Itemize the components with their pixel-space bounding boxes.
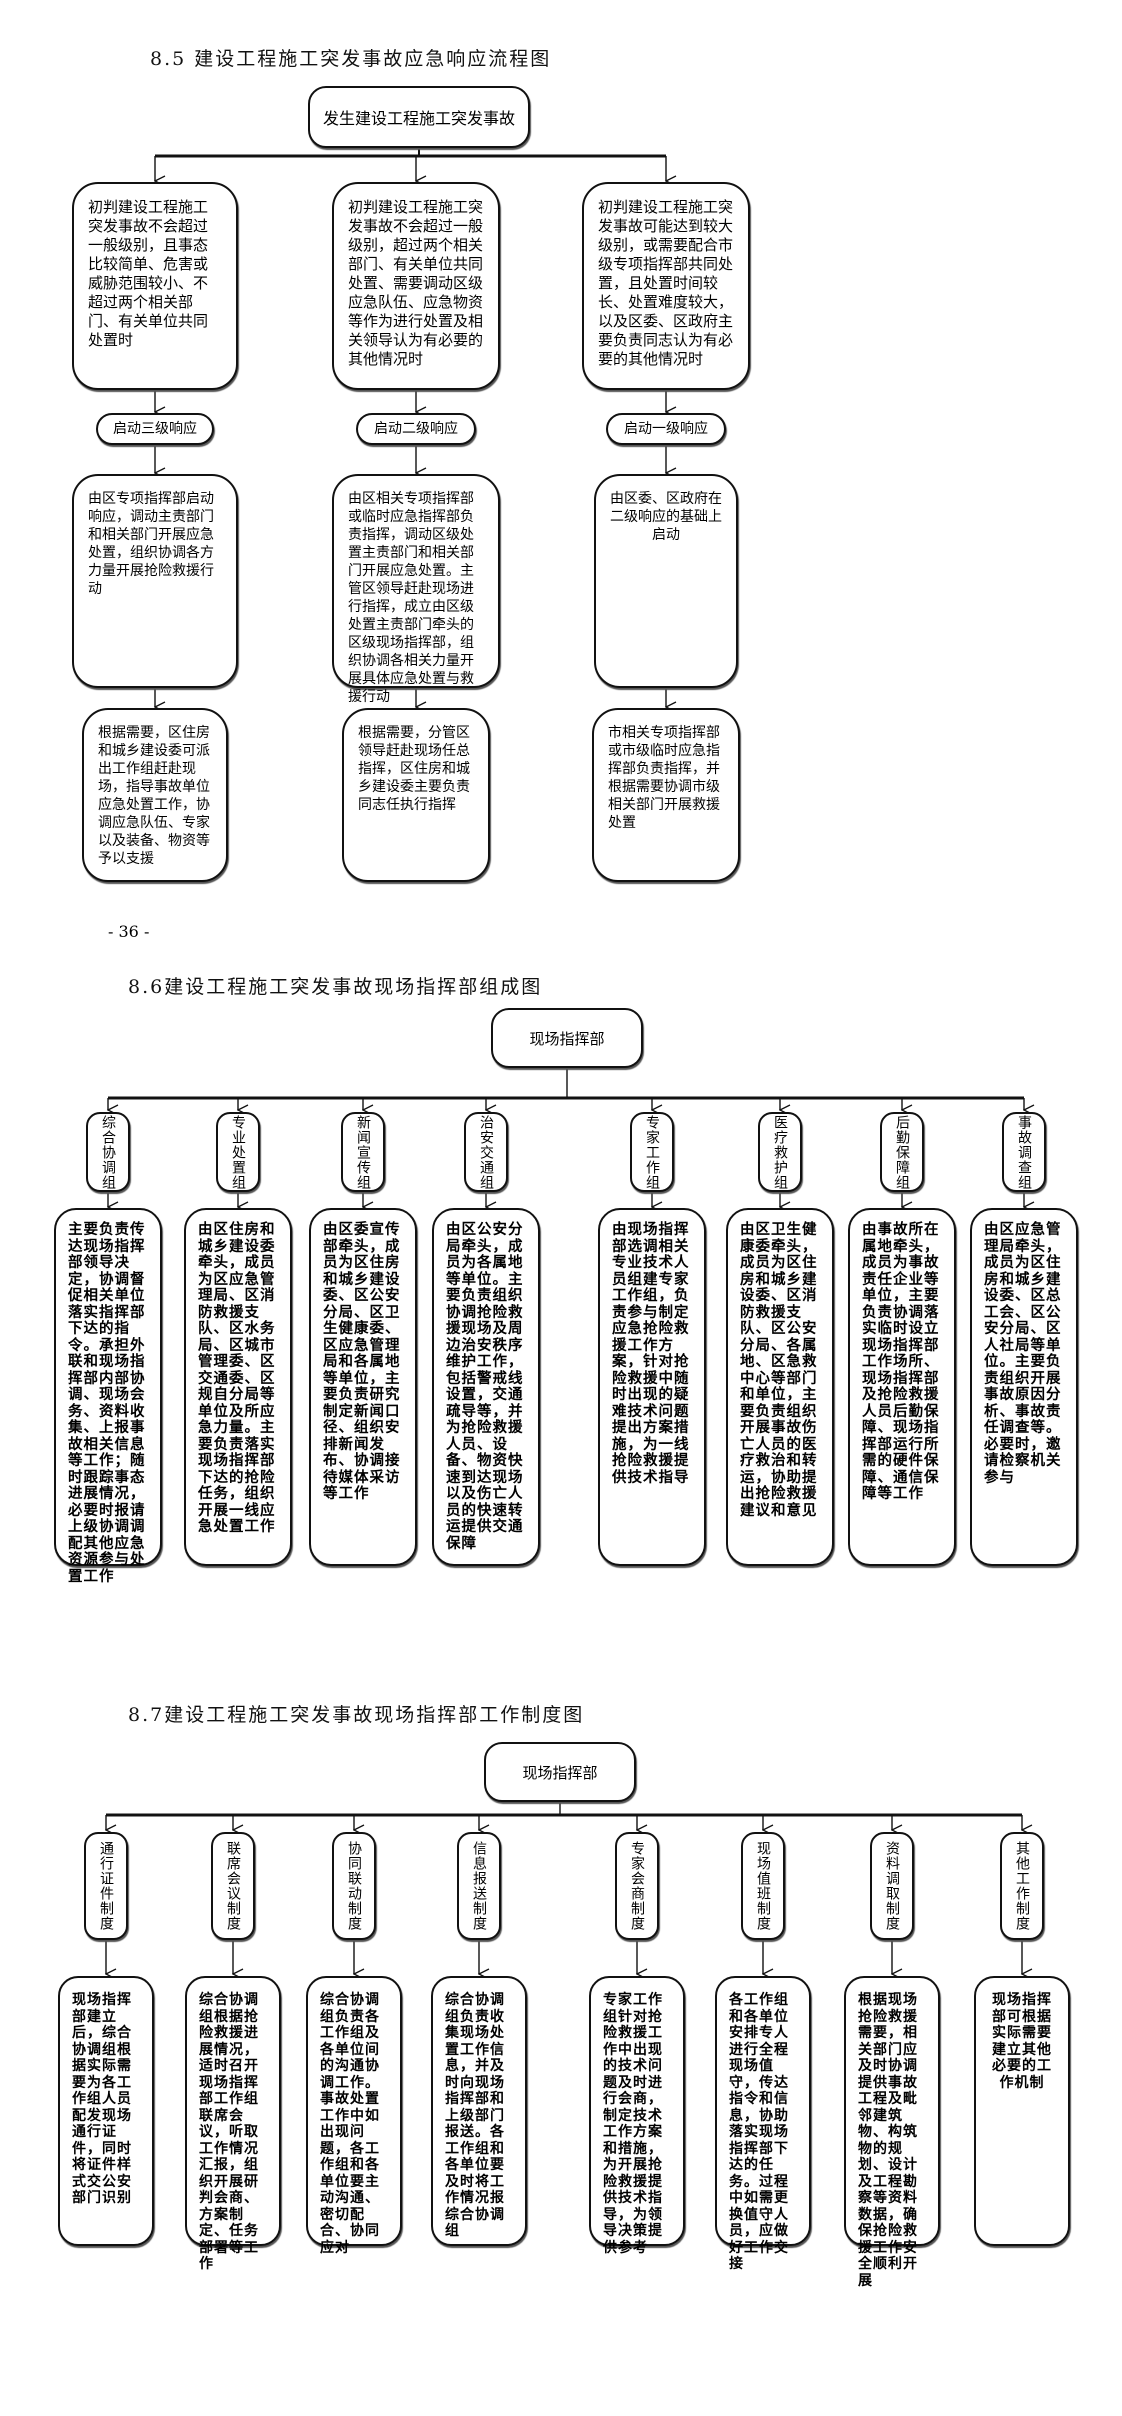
section-86-title: 8.6建设工程施工突发事故现场指挥部组成图	[128, 976, 543, 998]
system-name-box-2: 协同联动制度	[332, 1832, 376, 1940]
system-name-2: 协同联动制度	[346, 1841, 362, 1931]
system-desc-2: 综合协调组负责各工作组及各单位间的沟通协调工作。事故处置工作中如出现问题，各工作…	[320, 1992, 380, 2256]
group-name-box-7: 事故调查组	[1002, 1112, 1046, 1192]
system-name-box-3: 信息报送制度	[457, 1832, 501, 1940]
system-name-1: 联席会议制度	[225, 1841, 241, 1931]
system-name-box-7: 其他工作制度	[1000, 1832, 1044, 1940]
system-name-5: 现场值班制度	[755, 1841, 771, 1931]
system-desc-7: 现场指挥部可根据实际需要建立其他必要的工作机制	[992, 1992, 1052, 2091]
group-desc-6: 由事故所在属地牵头，成员为事故责任企业等单位，主要负责协调落实临时设立现场指挥部…	[862, 1221, 940, 1502]
system-desc-5: 各工作组和各单位安排专人进行全程现场值守，传达指令和信息，协助落实现场指挥部下达…	[729, 1992, 789, 2272]
system-name-4: 专家会商制度	[629, 1841, 645, 1931]
system-name-box-4: 专家会商制度	[615, 1832, 659, 1940]
system-name-box-0: 通行证件制度	[84, 1832, 128, 1940]
system-desc-box-4: 专家工作组针对抢险救援工作中出现的技术问题及时进行会商，制定技术工作方案和措施，…	[589, 1976, 685, 2256]
support-box-0: 根据需要，区住房和城乡建设委可派出工作组赶赴现场，指导事故单位应急处置工作，协调…	[82, 708, 228, 882]
group-name-6: 后勤保障组	[894, 1114, 910, 1190]
group-desc-3: 由区公安分局牵头，成员为各属地等单位。主要负责组织协调抢险救援现场及周边治安秩序…	[446, 1221, 524, 1552]
level-text-1: 启动二级响应	[374, 421, 458, 437]
group-name-3: 治安交通组	[478, 1114, 494, 1190]
command-center-label-87: 现场指挥部	[522, 1763, 598, 1782]
level-text-0: 启动三级响应	[113, 421, 197, 437]
system-desc-box-3: 综合协调组负责收集现场处置工作信息，并及时向现场指挥部和上级部门报送。各工作组和…	[431, 1976, 527, 2246]
system-desc-box-0: 现场指挥部建立后，综合协调组根据实际需要为各工作组人员配发现场通行证件，同时将证…	[58, 1976, 154, 2246]
system-desc-1: 综合协调组根据抢险救援进展情况，适时召开现场指挥部工作组联席会议，听取工作情况汇…	[199, 1992, 259, 2272]
support-box-1: 根据需要，分管区领导赶赴现场任总指挥，区住房和城乡建设委主要负责同志任执行指挥	[342, 708, 490, 882]
judgement-text-2: 初判建设工程施工突发事故可能达到较大级别，或需要配合市级专项指挥部共同处置，且处…	[598, 198, 734, 368]
root-incident-box: 发生建设工程施工突发事故	[308, 86, 530, 148]
system-desc-box-6: 根据现场抢险救援需要，相关部门应及时协调提供事故工程及毗邻建筑物、构筑物的规划、…	[844, 1976, 940, 2289]
system-desc-box-1: 综合协调组根据抢险救援进展情况，适时召开现场指挥部工作组联席会议，听取工作情况汇…	[185, 1976, 281, 2272]
group-desc-7: 由区应急管理局牵头，成员为区住房和城乡建设委、区总工会、区公安分局、区人社局等单…	[984, 1221, 1062, 1486]
group-desc-1: 由区住房和城乡建设委牵头，成员为区应急管理局、区消防救援支队、区水务局、区城市管…	[198, 1221, 276, 1535]
group-desc-box-5: 由区卫生健康委牵头，成员为区住房和城乡建设委、区消防救援支队、区公安分局、各属地…	[726, 1208, 834, 1566]
group-desc-box-7: 由区应急管理局牵头，成员为区住房和城乡建设委、区总工会、区公安分局、区人社局等单…	[970, 1208, 1078, 1566]
section-87-title: 8.7建设工程施工突发事故现场指挥部工作制度图	[128, 1704, 585, 1726]
group-name-box-1: 专业处置组	[216, 1112, 260, 1192]
system-name-box-6: 资料调取制度	[870, 1832, 914, 1940]
command-center-label-86: 现场指挥部	[529, 1029, 605, 1048]
system-name-0: 通行证件制度	[98, 1841, 114, 1931]
group-name-7: 事故调查组	[1016, 1114, 1032, 1190]
action-text-0: 由区专项指挥部启动响应，调动主责部门和相关部门开展应急处置，组织协调各方力量开展…	[88, 491, 214, 597]
system-desc-box-2: 综合协调组负责各工作组及各单位间的沟通协调工作。事故处置工作中如出现问题，各工作…	[306, 1976, 402, 2256]
group-name-box-3: 治安交通组	[464, 1112, 508, 1192]
system-desc-3: 综合协调组负责收集现场处置工作信息，并及时向现场指挥部和上级部门报送。各工作组和…	[445, 1992, 505, 2239]
judgement-box-0: 初判建设工程施工突发事故不会超过一般级别，且事态比较简单、危害或威胁范围较小、不…	[72, 182, 238, 390]
judgement-text-0: 初判建设工程施工突发事故不会超过一般级别，且事态比较简单、危害或威胁范围较小、不…	[88, 198, 209, 349]
group-name-box-4: 专家工作组	[630, 1112, 674, 1192]
judgement-text-1: 初判建设工程施工突发事故不会超过一般级别，超过两个相关部门、有关单位共同处置、需…	[348, 198, 484, 368]
group-name-box-5: 医疗救护组	[758, 1112, 802, 1192]
action-box-1: 由区相关专项指挥部或临时应急指挥部负责指挥，调动区级处置主责部门和相关部门开展应…	[332, 474, 500, 705]
group-name-4: 专家工作组	[644, 1114, 660, 1190]
system-desc-4: 专家工作组针对抢险救援工作中出现的技术问题及时进行会商，制定技术工作方案和措施，…	[603, 1992, 663, 2256]
group-name-1: 专业处置组	[230, 1114, 246, 1190]
group-desc-box-4: 由现场指挥部选调相关专业技术人员组建专家工作组，负责参与制定应急抢险救援工作方案…	[598, 1208, 706, 1566]
system-name-box-5: 现场值班制度	[741, 1832, 785, 1940]
action-box-2: 由区委、区政府在二级响应的基础上启动	[594, 474, 738, 688]
group-name-box-0: 综合协调组	[86, 1112, 130, 1192]
system-desc-box-5: 各工作组和各单位安排专人进行全程现场值守，传达指令和信息，协助落实现场指挥部下达…	[715, 1976, 811, 2272]
system-desc-0: 现场指挥部建立后，综合协调组根据实际需要为各工作组人员配发现场通行证件，同时将证…	[72, 1992, 132, 2206]
support-text-2: 市相关专项指挥部或市级临时应急指挥部负责指挥，并根据需要协调市级相关部门开展救援…	[608, 725, 720, 831]
level-text-2: 启动一级响应	[624, 421, 708, 437]
judgement-box-1: 初判建设工程施工突发事故不会超过一般级别，超过两个相关部门、有关单位共同处置、需…	[332, 182, 500, 390]
system-name-3: 信息报送制度	[471, 1841, 487, 1931]
action-text-2: 由区委、区政府在二级响应的基础上启动	[610, 491, 722, 543]
page-number: - 36 -	[108, 922, 150, 941]
system-name-6: 资料调取制度	[884, 1841, 900, 1931]
system-desc-6: 根据现场抢险救援需要，相关部门应及时协调提供事故工程及毗邻建筑物、构筑物的规划、…	[858, 1992, 918, 2289]
group-name-box-6: 后勤保障组	[880, 1112, 924, 1192]
support-text-0: 根据需要，区住房和城乡建设委可派出工作组赶赴现场，指导事故单位应急处置工作，协调…	[98, 725, 210, 867]
support-text-1: 根据需要，分管区领导赶赴现场任总指挥，区住房和城乡建设委主要负责同志任执行指挥	[358, 725, 470, 813]
group-desc-0: 主要负责传达现场指挥部领导决定，协调督促相关单位落实指挥部下达的指令。承担外联和…	[68, 1221, 146, 1585]
action-text-1: 由区相关专项指挥部或临时应急指挥部负责指挥，调动区级处置主责部门和相关部门开展应…	[348, 491, 474, 705]
group-desc-2: 由区委宣传部牵头，成员为区住房和城乡建设委、区公安分局、区卫生健康委、区应急管理…	[323, 1221, 401, 1502]
level-box-0: 启动三级响应	[96, 413, 214, 445]
section-85-title: 8.5 建设工程施工突发事故应急响应流程图	[150, 48, 552, 70]
group-name-box-2: 新闻宣传组	[341, 1112, 385, 1192]
group-name-0: 综合协调组	[100, 1114, 116, 1190]
group-desc-box-2: 由区委宣传部牵头，成员为区住房和城乡建设委、区公安分局、区卫生健康委、区应急管理…	[309, 1208, 417, 1566]
group-desc-box-0: 主要负责传达现场指挥部领导决定，协调督促相关单位落实指挥部下达的指令。承担外联和…	[54, 1208, 162, 1585]
command-center-box-87: 现场指挥部	[484, 1742, 636, 1802]
group-desc-box-3: 由区公安分局牵头，成员为各属地等单位。主要负责组织协调抢险救援现场及周边治安秩序…	[432, 1208, 540, 1566]
command-center-box-86: 现场指挥部	[491, 1008, 643, 1068]
group-desc-4: 由现场指挥部选调相关专业技术人员组建专家工作组，负责参与制定应急抢险救援工作方案…	[612, 1221, 690, 1486]
judgement-box-2: 初判建设工程施工突发事故可能达到较大级别，或需要配合市级专项指挥部共同处置，且处…	[582, 182, 750, 390]
system-desc-box-7: 现场指挥部可根据实际需要建立其他必要的工作机制	[974, 1976, 1070, 2246]
action-box-0: 由区专项指挥部启动响应，调动主责部门和相关部门开展应急处置，组织协调各方力量开展…	[72, 474, 238, 688]
system-name-box-1: 联席会议制度	[211, 1832, 255, 1940]
group-name-2: 新闻宣传组	[355, 1114, 371, 1190]
system-name-7: 其他工作制度	[1014, 1841, 1030, 1931]
level-box-1: 启动二级响应	[356, 413, 476, 445]
group-desc-5: 由区卫生健康委牵头，成员为区住房和城乡建设委、区消防救援支队、区公安分局、各属地…	[740, 1221, 818, 1519]
group-desc-box-1: 由区住房和城乡建设委牵头，成员为区应急管理局、区消防救援支队、区水务局、区城市管…	[184, 1208, 292, 1566]
level-box-2: 启动一级响应	[606, 413, 726, 445]
group-desc-box-6: 由事故所在属地牵头，成员为事故责任企业等单位，主要负责协调落实临时设立现场指挥部…	[848, 1208, 956, 1566]
root-incident-label: 发生建设工程施工突发事故	[322, 109, 515, 128]
support-box-2: 市相关专项指挥部或市级临时应急指挥部负责指挥，并根据需要协调市级相关部门开展救援…	[592, 708, 740, 882]
group-name-5: 医疗救护组	[772, 1114, 788, 1190]
